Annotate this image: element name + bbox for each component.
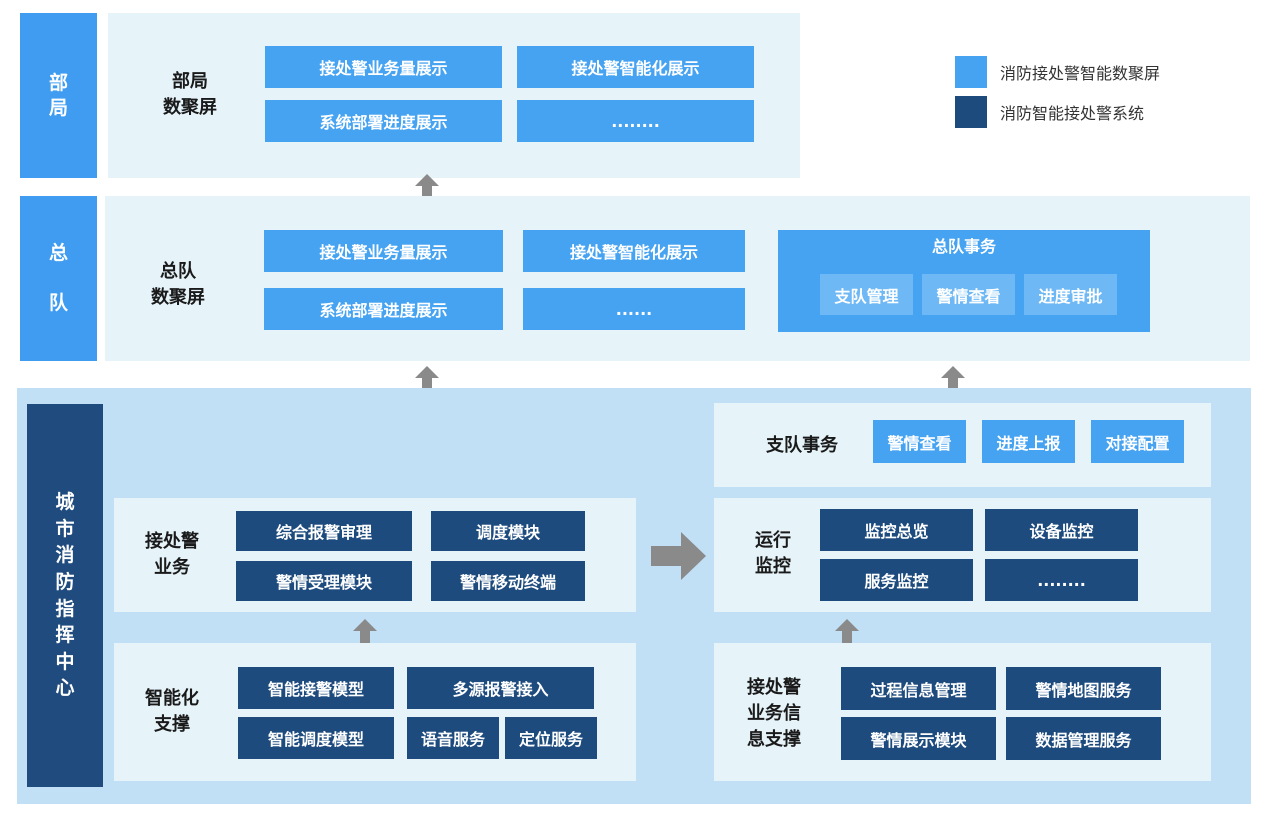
operation-monitor-title: 运行 监控 [755, 529, 791, 577]
legend: 消防接处警智能数聚屏 消防智能接处警系统 [955, 52, 1235, 132]
legend-label-dark: 消防智能接处警系统 [1000, 104, 1145, 123]
detachment-item-alarm: 警情查看 [873, 420, 966, 463]
corps-affairs-item-approval: 进度审批 [1024, 274, 1117, 315]
corps-box-deployment: 系统部署进度展示 [264, 288, 503, 330]
alarm-business-item-review: 综合报警审理 [236, 511, 412, 551]
operation-monitor-item-device: 设备监控 [985, 509, 1138, 551]
corps-box-more: ...... [523, 288, 745, 330]
arrow-up-icon [415, 174, 439, 201]
arrow-up-icon [353, 619, 377, 646]
arrow-up-icon [415, 366, 439, 393]
corps-affairs-item-alarm: 警情查看 [922, 274, 1015, 315]
bureau-box-volume: 接处警业务量展示 [265, 46, 502, 88]
arrow-right-icon [651, 532, 706, 580]
legend-swatch-light [955, 56, 987, 88]
arrow-up-icon [941, 366, 965, 393]
info-support-item-map: 警情地图服务 [1006, 667, 1161, 710]
operation-monitor-item-more: ........ [985, 559, 1138, 601]
bureau-box-more: ........ [517, 100, 754, 142]
info-support-title: 接处警 业务信 息支撑 [747, 676, 801, 751]
detachment-item-config: 对接配置 [1091, 420, 1184, 463]
info-support-item-data: 数据管理服务 [1006, 717, 1161, 760]
alarm-business-item-dispatch: 调度模块 [431, 511, 585, 551]
corps-box-intelligence: 接处警智能化展示 [523, 230, 745, 272]
bureau-side-label: 部 局 [20, 13, 97, 178]
city-side-label: 城 市 消 防 指 挥 中 心 [27, 404, 103, 787]
operation-monitor-item-service: 服务监控 [820, 559, 973, 601]
detachment-title: 支队事务 [766, 434, 838, 456]
bureau-title: 部局 数聚屏 [163, 70, 217, 118]
arrow-up-icon [835, 619, 859, 646]
intelligent-support-title: 智能化 支撑 [145, 687, 199, 735]
corps-title: 总队 数聚屏 [151, 260, 205, 308]
info-support-item-process: 过程信息管理 [841, 667, 996, 710]
bureau-box-intelligence: 接处警智能化展示 [517, 46, 754, 88]
intelligent-support-item-multisource: 多源报警接入 [407, 667, 594, 709]
intelligent-support-item-location: 定位服务 [505, 717, 597, 759]
alarm-business-title: 接处警 业务 [145, 530, 199, 578]
bureau-box-deployment: 系统部署进度展示 [265, 100, 502, 142]
alarm-business-item-mobile: 警情移动终端 [431, 561, 585, 601]
info-support-item-display: 警情展示模块 [841, 717, 996, 760]
corps-affairs-title: 总队事务 [931, 237, 996, 256]
legend-swatch-dark [955, 96, 987, 128]
bureau-panel [108, 13, 800, 178]
alarm-business-item-acceptance: 警情受理模块 [236, 561, 412, 601]
corps-side-label: 总 队 [20, 196, 97, 361]
intelligent-support-item-dispatch-model: 智能调度模型 [238, 717, 394, 759]
intelligent-support-item-model: 智能接警模型 [238, 667, 394, 709]
operation-monitor-item-overview: 监控总览 [820, 509, 973, 551]
corps-box-volume: 接处警业务量展示 [264, 230, 503, 272]
detachment-item-progress: 进度上报 [982, 420, 1075, 463]
corps-affairs-item-detachment: 支队管理 [820, 274, 913, 315]
legend-label-light: 消防接处警智能数聚屏 [1000, 64, 1161, 83]
intelligent-support-item-voice: 语音服务 [407, 717, 499, 759]
